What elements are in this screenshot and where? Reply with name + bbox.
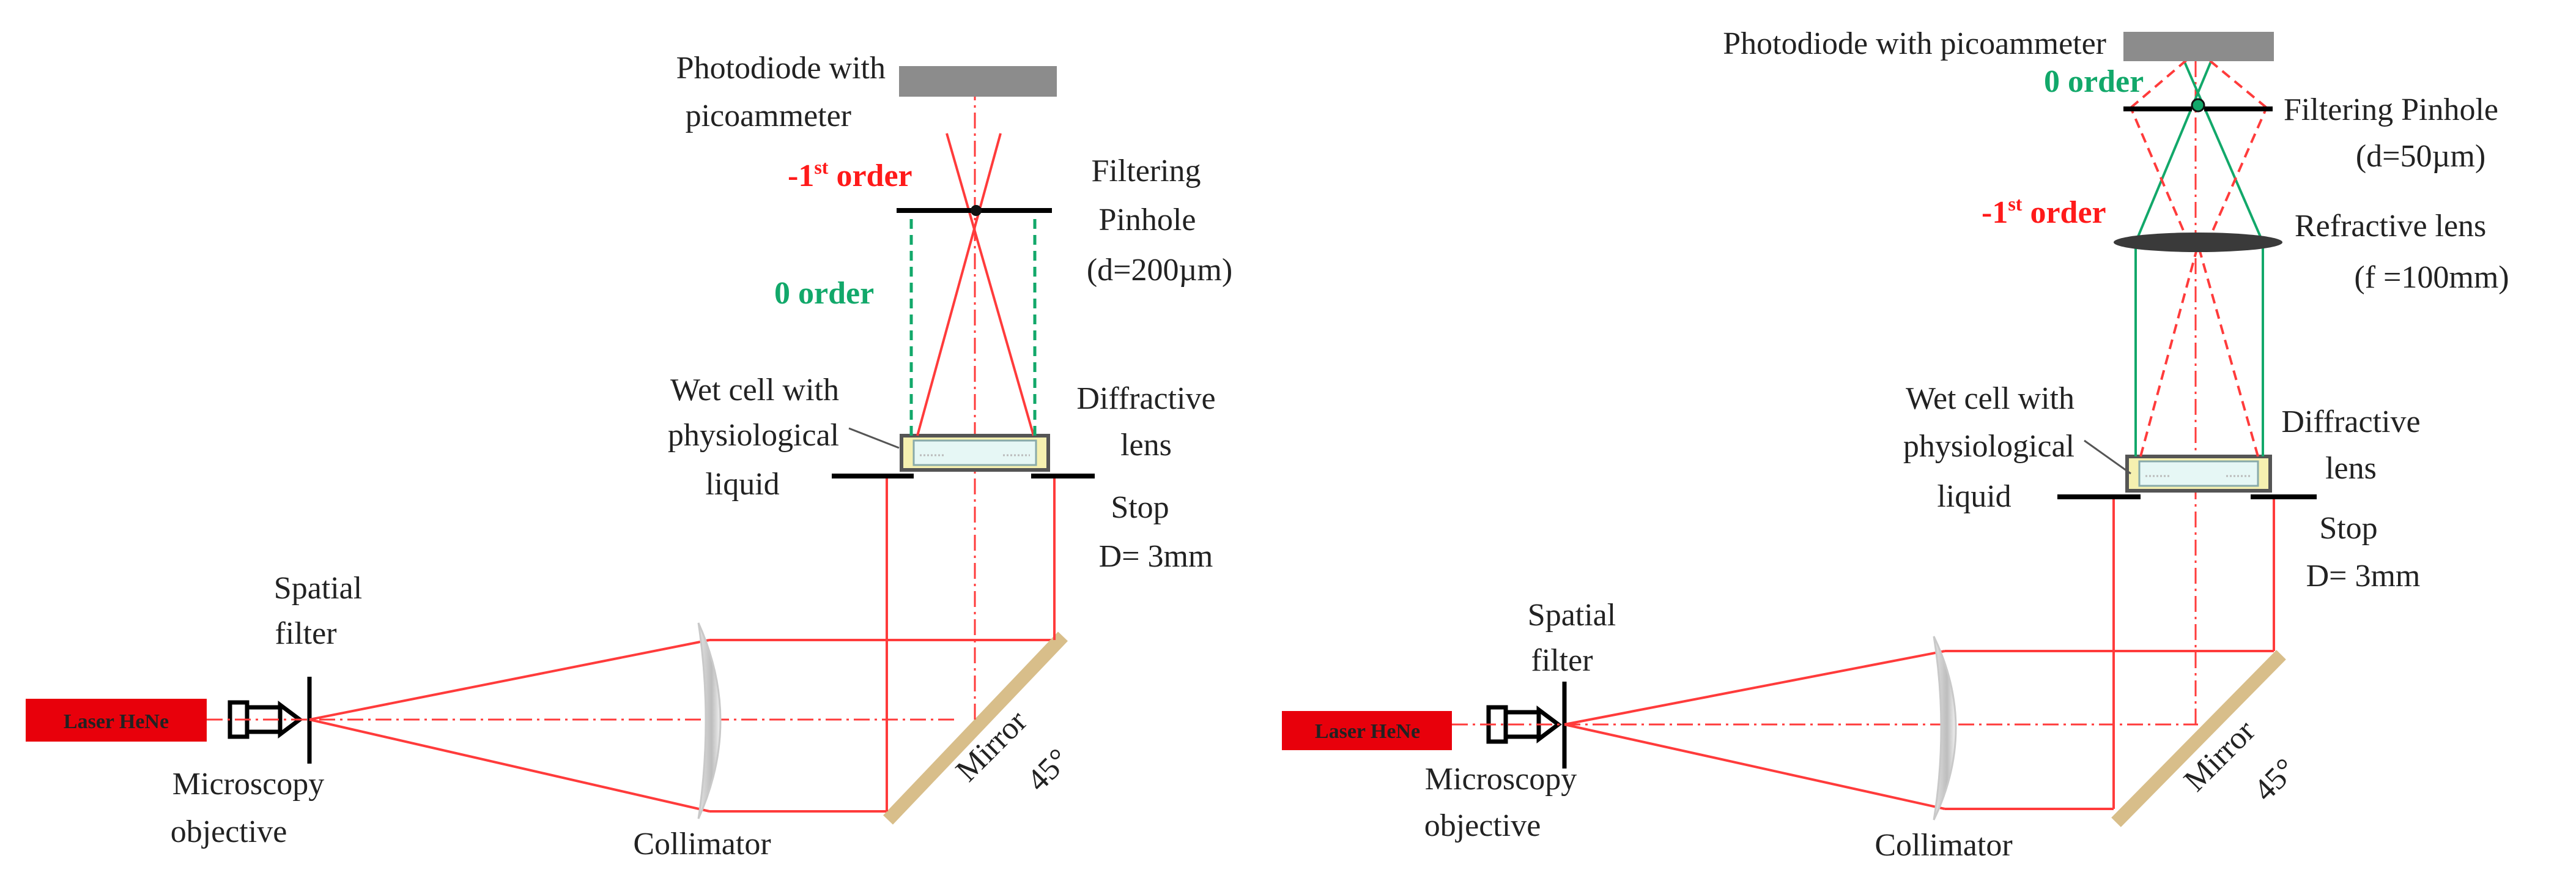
wet-cell-label: Wet cell with bbox=[670, 373, 839, 408]
cell-pointer-right bbox=[2084, 439, 2131, 475]
spatial-filter-label-right-2: filter bbox=[1531, 643, 1593, 678]
pinhole-label: Filtering bbox=[1091, 154, 1201, 188]
laser-source bbox=[26, 699, 207, 742]
diffractive-lens-label-2: lens bbox=[1120, 428, 1172, 463]
wet-cell-label-right: Wet cell with bbox=[1906, 381, 2074, 416]
wet-cell-label-3: liquid bbox=[705, 467, 779, 502]
diffractive-lens-right bbox=[2138, 460, 2259, 487]
collimator-lens-right bbox=[1933, 636, 1957, 821]
right-setup: Laser HeNe bbox=[1282, 26, 2509, 863]
collimator-lens bbox=[697, 622, 722, 819]
collimator-label: Collimator bbox=[633, 827, 771, 862]
collimator-label-right: Collimator bbox=[1875, 828, 2012, 863]
cell-pointer bbox=[848, 427, 900, 449]
diffractive-lens bbox=[912, 439, 1037, 466]
stop-label: Stop bbox=[1111, 490, 1169, 525]
pinhole-diameter: (d=200µm) bbox=[1087, 253, 1232, 288]
spatial-filter-label: Spatial bbox=[274, 571, 362, 606]
pinhole-label-2: Pinhole bbox=[1099, 203, 1196, 237]
spatial-filter-label-right: Spatial bbox=[1528, 598, 1616, 633]
zero-order-label-right: 0 order bbox=[2044, 64, 2144, 99]
first-order-label-right: -1st order bbox=[1982, 193, 2106, 230]
laser-label: Laser HeNe bbox=[64, 710, 169, 733]
zero-order-label: 0 order bbox=[774, 276, 874, 311]
mirror bbox=[883, 631, 1068, 825]
wet-cell-label-2: physiological bbox=[668, 418, 839, 453]
mirror-right bbox=[2111, 650, 2286, 827]
pinhole-diameter-right: (d=50µm) bbox=[2356, 139, 2485, 174]
spatial-filter-label-2: filter bbox=[275, 616, 336, 651]
photodiode-label-2: picoammeter bbox=[686, 99, 851, 133]
laser-source-right bbox=[1282, 711, 1452, 750]
mirror-angle-label: 45° bbox=[1020, 742, 1076, 799]
refractive-lens-label: Refractive lens bbox=[2295, 209, 2486, 244]
diffractive-lens-label-right: Diffractive bbox=[2281, 404, 2420, 439]
objective-label: Microscopy bbox=[172, 767, 324, 802]
diffractive-lens-label-right-2: lens bbox=[2325, 451, 2377, 486]
laser-label-right: Laser HeNe bbox=[1315, 720, 1420, 743]
photodiode bbox=[899, 66, 1057, 97]
wet-cell-label-right-2: physiological bbox=[1903, 429, 2074, 464]
stop-diameter-right: D= 3mm bbox=[2306, 559, 2421, 594]
diffractive-lens-label: Diffractive bbox=[1076, 381, 1215, 416]
wet-cell-label-right-3: liquid bbox=[1937, 479, 2011, 514]
objective-label-2: objective bbox=[171, 814, 287, 849]
objective-label-right: Microscopy bbox=[1425, 762, 1577, 797]
refractive-lens-focal: (f =100mm) bbox=[2354, 260, 2509, 295]
pinhole-label-right: Filtering Pinhole bbox=[2284, 92, 2498, 127]
photodiode-label: Photodiode with bbox=[676, 51, 886, 86]
photodiode-label-right: Photodiode with picoammeter bbox=[1723, 26, 2106, 61]
stop-diameter: D= 3mm bbox=[1099, 539, 1213, 574]
left-setup: Laser HeNe bbox=[26, 51, 1232, 862]
first-order-label: -1st order bbox=[788, 156, 912, 193]
stop-label-right: Stop bbox=[2319, 511, 2377, 546]
photodiode-right bbox=[2123, 32, 2274, 61]
objective-label-right-2: objective bbox=[1424, 808, 1541, 843]
refractive-lens bbox=[2114, 233, 2282, 252]
mirror-angle-label-right: 45° bbox=[2247, 752, 2303, 808]
